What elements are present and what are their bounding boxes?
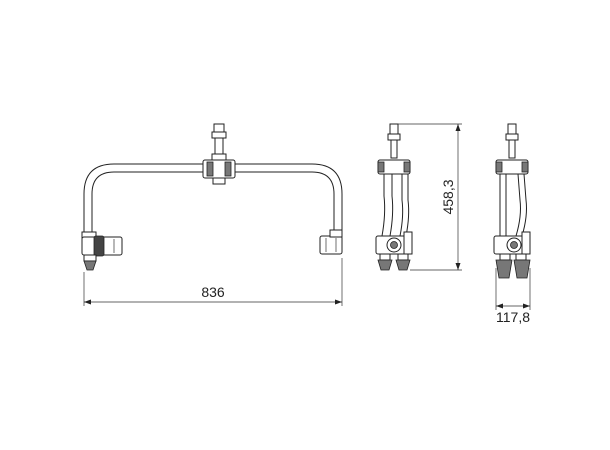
rear-arm: [499, 173, 527, 237]
front-spigot: [211, 123, 227, 163]
rear-view: 117,8: [493, 123, 531, 325]
rear-clamp: [495, 159, 529, 175]
side-view: 458,3: [375, 123, 462, 271]
front-right-end: [319, 229, 343, 255]
width-dimension: [83, 258, 343, 306]
front-left-end: [81, 231, 123, 271]
front-center-clamp: [202, 159, 236, 185]
rear-bracket: [493, 231, 531, 255]
depth-label: 117,8: [496, 309, 530, 325]
side-feet: [377, 253, 411, 271]
depth-dimension: [495, 268, 531, 310]
height-dimension: [398, 123, 462, 271]
front-view: 836: [81, 123, 343, 306]
height-label: 458,3: [440, 179, 456, 214]
side-clamp: [377, 159, 411, 175]
rear-spigot: [505, 123, 519, 159]
side-bracket: [375, 231, 413, 255]
side-arm: [381, 174, 410, 237]
rear-feet: [495, 253, 531, 279]
width-label: 836: [201, 284, 225, 300]
side-spigot: [387, 123, 401, 159]
